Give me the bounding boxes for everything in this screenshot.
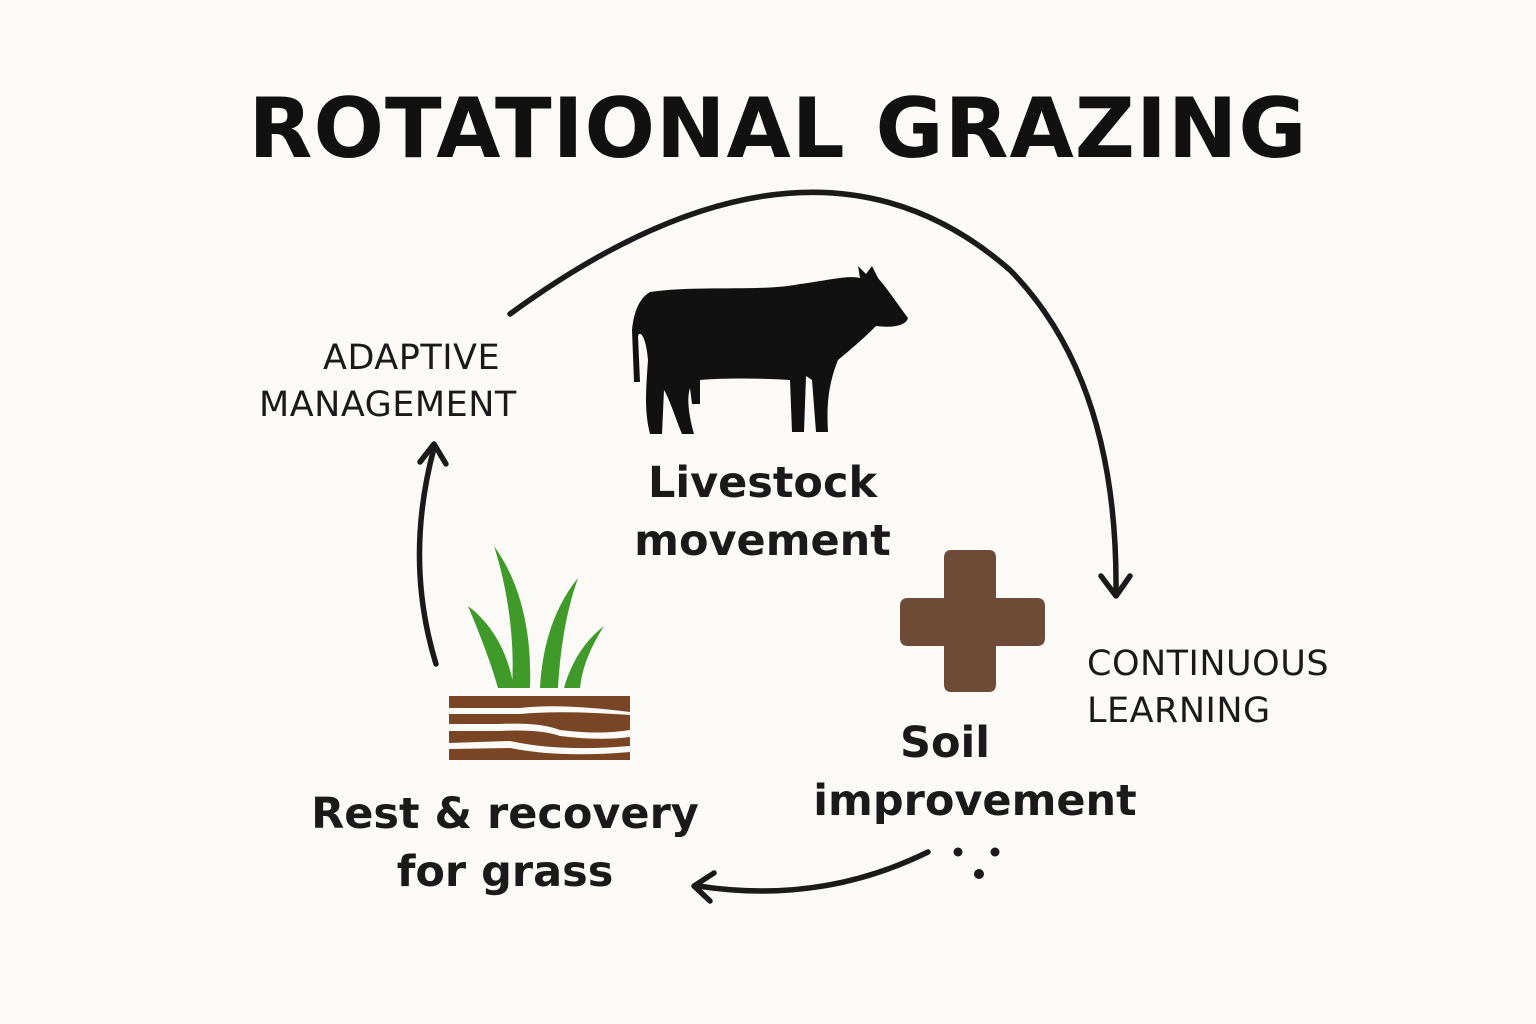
continuous-learning-label: CONTINUOUS LEARNING	[1087, 641, 1329, 735]
decorative-dots	[953, 847, 1000, 879]
cow-icon	[632, 266, 908, 434]
plus-icon	[900, 550, 1045, 692]
rest-recovery-line1: Rest & recovery	[311, 789, 699, 839]
adaptive-management-line2: MANAGEMENT	[259, 385, 517, 425]
livestock-movement-line1: Livestock	[647, 458, 878, 508]
rest-recovery-label: Rest & recovery for grass	[300, 785, 710, 901]
arrow-bottom-arc	[695, 849, 931, 894]
arrowhead-left-arc	[417, 441, 449, 467]
livestock-movement-line2: movement	[634, 516, 891, 566]
arrowhead-bottom-arc	[691, 870, 717, 904]
continuous-learning-line1: CONTINUOUS	[1087, 644, 1330, 684]
grass-soil-icon	[449, 546, 630, 760]
adaptive-management-label: ADAPTIVE MANAGEMENT	[259, 335, 517, 429]
soil-improvement-line1: Soil	[900, 718, 990, 768]
arrow-left-arc	[416, 445, 439, 667]
rest-recovery-line2: for grass	[396, 847, 614, 897]
arrow-top-arc	[507, 189, 1119, 595]
page-title: ROTATIONAL GRAZING	[248, 80, 1308, 177]
continuous-learning-line2: LEARNING	[1087, 691, 1271, 731]
livestock-movement-label: Livestock movement	[600, 454, 925, 570]
arrowhead-top-arc	[1098, 573, 1133, 599]
soil-improvement-line2: improvement	[813, 776, 1137, 826]
adaptive-management-line1: ADAPTIVE	[323, 338, 501, 378]
soil-improvement-label: Soil improvement	[800, 714, 1150, 830]
